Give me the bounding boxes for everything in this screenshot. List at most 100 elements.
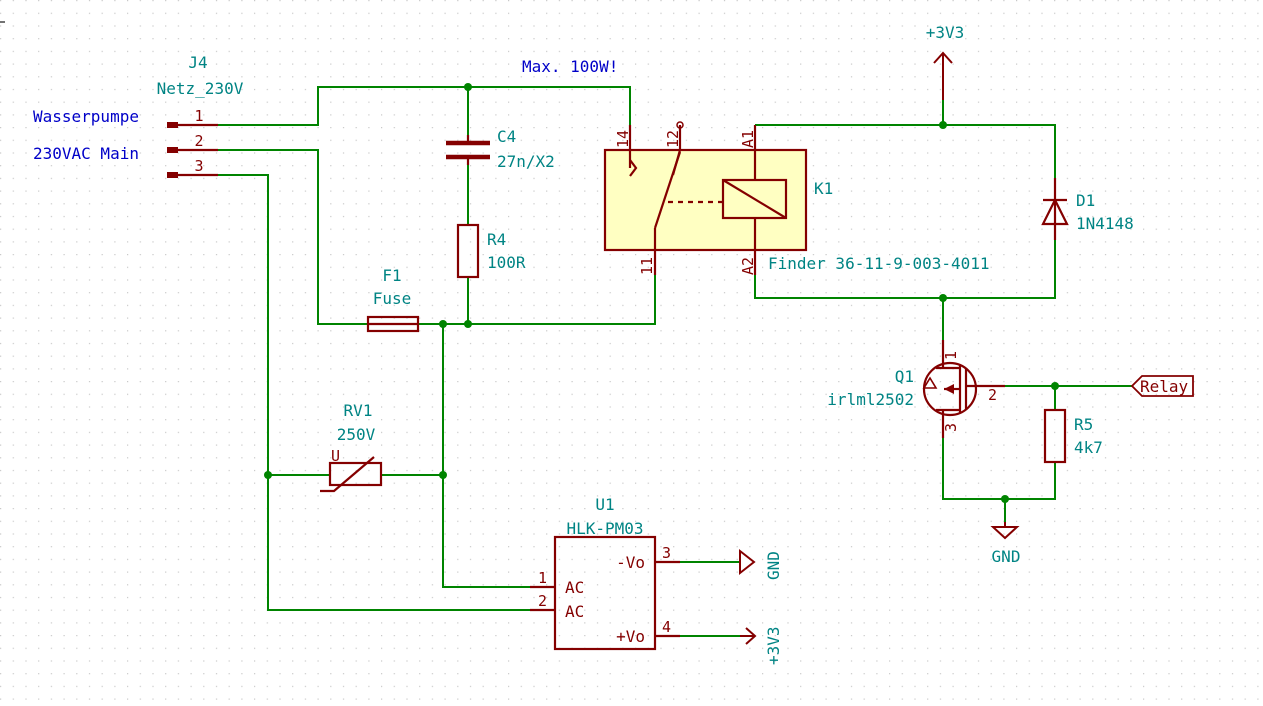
f1-value: Fuse <box>373 289 412 308</box>
u1-pin-number: 4 <box>662 618 671 636</box>
k1-value: Finder 36-11-9-003-4011 <box>768 254 990 273</box>
u1-pin-number: 3 <box>662 544 671 562</box>
varistor-rv1[interactable]: U RV1 250V <box>320 401 383 493</box>
u1-ref: U1 <box>595 495 614 514</box>
junction-dot <box>464 83 472 91</box>
junction-dot <box>439 471 447 479</box>
d1-ref: D1 <box>1076 191 1095 210</box>
j4-ref: J4 <box>188 53 207 72</box>
rv1-value: 250V <box>337 425 376 444</box>
j4-pin-terminal <box>167 122 178 128</box>
q1-pin-source: 3 <box>942 423 960 432</box>
junction-dot <box>1001 495 1009 503</box>
junction-dot <box>939 294 947 302</box>
note-pump: Wasserpumpe <box>33 107 139 126</box>
power-symbol-gnd-supply: GND <box>739 548 783 580</box>
resistor-r4[interactable]: R4 100R <box>456 223 526 279</box>
junction-dot <box>439 320 447 328</box>
u1-pin-name: -Vo <box>616 553 645 572</box>
k1-pin-label-12: 12 <box>664 130 682 148</box>
resistor-r5[interactable]: R5 4k7 <box>1043 408 1103 464</box>
q1-pin-drain: 1 <box>942 351 960 360</box>
wire-source-to-r5 <box>942 438 1056 500</box>
wire-pin3-to-supply-ac2 <box>205 174 530 611</box>
r4-ref: R4 <box>487 230 506 249</box>
rv1-marking: U <box>331 447 340 465</box>
j4-pin-number: 2 <box>194 132 203 150</box>
c4-ref: C4 <box>497 127 516 146</box>
q1-body <box>922 361 978 417</box>
relay-k1[interactable]: 14 12 11 A1 A2 K1 Finder 36-11-9-003-401… <box>603 121 990 275</box>
k1-pin-label-a2: A2 <box>739 257 757 275</box>
j4-pin-terminal <box>167 172 178 178</box>
k1-pin-label-a1: A1 <box>739 130 757 148</box>
vcc-supply-label: +3V3 <box>764 626 783 665</box>
r4-value: 100R <box>487 253 526 272</box>
q1-ref: Q1 <box>895 367 914 386</box>
power-symbol-vcc-top: +3V3 <box>926 23 964 100</box>
gnd-supply-label: GND <box>764 551 783 580</box>
u1-pin-name: +Vo <box>616 627 645 646</box>
r5-body <box>1043 408 1067 464</box>
capacitor-c4[interactable]: C4 27n/X2 <box>446 127 555 171</box>
k1-ref: K1 <box>814 179 833 198</box>
q1-value: irlml2502 <box>827 390 914 409</box>
relay-label-outline <box>1130 375 1194 397</box>
u1-body <box>553 535 657 651</box>
k1-body <box>603 148 808 252</box>
power-supply-u1[interactable]: 1 2 3 4 AC AC -Vo +Vo U1 HLK-PM03 <box>530 495 680 651</box>
fuse-f1[interactable]: F1 Fuse <box>366 266 420 333</box>
relay-label-text: Relay <box>1140 377 1189 396</box>
j4-pin-number: 3 <box>194 157 203 175</box>
d1-value: 1N4148 <box>1076 214 1134 233</box>
note-mains: 230VAC Main <box>33 144 139 163</box>
j4-pin-number: 1 <box>194 107 203 125</box>
r5-ref: R5 <box>1074 415 1093 434</box>
note-max-power: Max. 100W! <box>522 57 618 76</box>
c4-value: 27n/X2 <box>497 152 555 171</box>
k1-pin-label-11: 11 <box>638 257 656 275</box>
junctions <box>264 83 1059 503</box>
diode-d1[interactable]: D1 1N4148 <box>1041 178 1134 240</box>
mosfet-q1[interactable]: 1 2 3 Q1 irlml2502 <box>827 340 1005 438</box>
j4-value: Netz_230V <box>157 79 244 98</box>
u1-pin-number: 2 <box>538 592 547 610</box>
u1-pin-name: AC <box>565 602 584 621</box>
k1-switch-arm <box>653 151 682 229</box>
gnd-mosfet-label: GND <box>992 547 1021 566</box>
d1-triangle <box>1041 197 1069 226</box>
q1-body-diode <box>922 376 938 389</box>
f1-ref: F1 <box>382 266 401 285</box>
k1-pin-label-14: 14 <box>614 130 632 148</box>
power-symbol-gnd-mosfet: GND <box>990 522 1021 566</box>
q1-pin-gate: 2 <box>988 386 997 404</box>
power-symbol-vcc-supply: +3V3 <box>740 626 783 665</box>
r4-body <box>456 223 480 279</box>
r5-value: 4k7 <box>1074 438 1103 457</box>
junction-dot <box>264 471 272 479</box>
junction-dot <box>1051 382 1059 390</box>
rv1-slash <box>320 456 375 493</box>
k1-no-contact <box>629 159 638 177</box>
wire-pin2-to-fuse <box>205 149 368 325</box>
connector-j4[interactable]: J4 Netz_230V 1 2 3 <box>157 53 244 178</box>
wires <box>205 86 1132 637</box>
rv1-body <box>328 461 383 487</box>
wire-fuse-to-supply-ac1 <box>442 324 530 588</box>
q1-arrow <box>944 384 954 394</box>
wire-fuse-to-relay-com <box>418 275 656 325</box>
wire-a2-to-diode <box>754 240 1056 299</box>
rv1-ref: RV1 <box>344 401 373 420</box>
u1-pin-number: 1 <box>538 569 547 587</box>
junction-dot <box>464 320 472 328</box>
relay-net-label[interactable]: Relay <box>1130 375 1194 397</box>
k1-nc-open-marker <box>676 121 684 129</box>
wire-pin1-to-relay-no <box>205 86 631 126</box>
wire-a1-to-diode <box>755 124 1056 178</box>
k1-coil-diagonal <box>722 179 787 219</box>
u1-pin-name: AC <box>565 578 584 597</box>
u1-value: HLK-PM03 <box>566 519 643 538</box>
junction-dot <box>939 121 947 129</box>
